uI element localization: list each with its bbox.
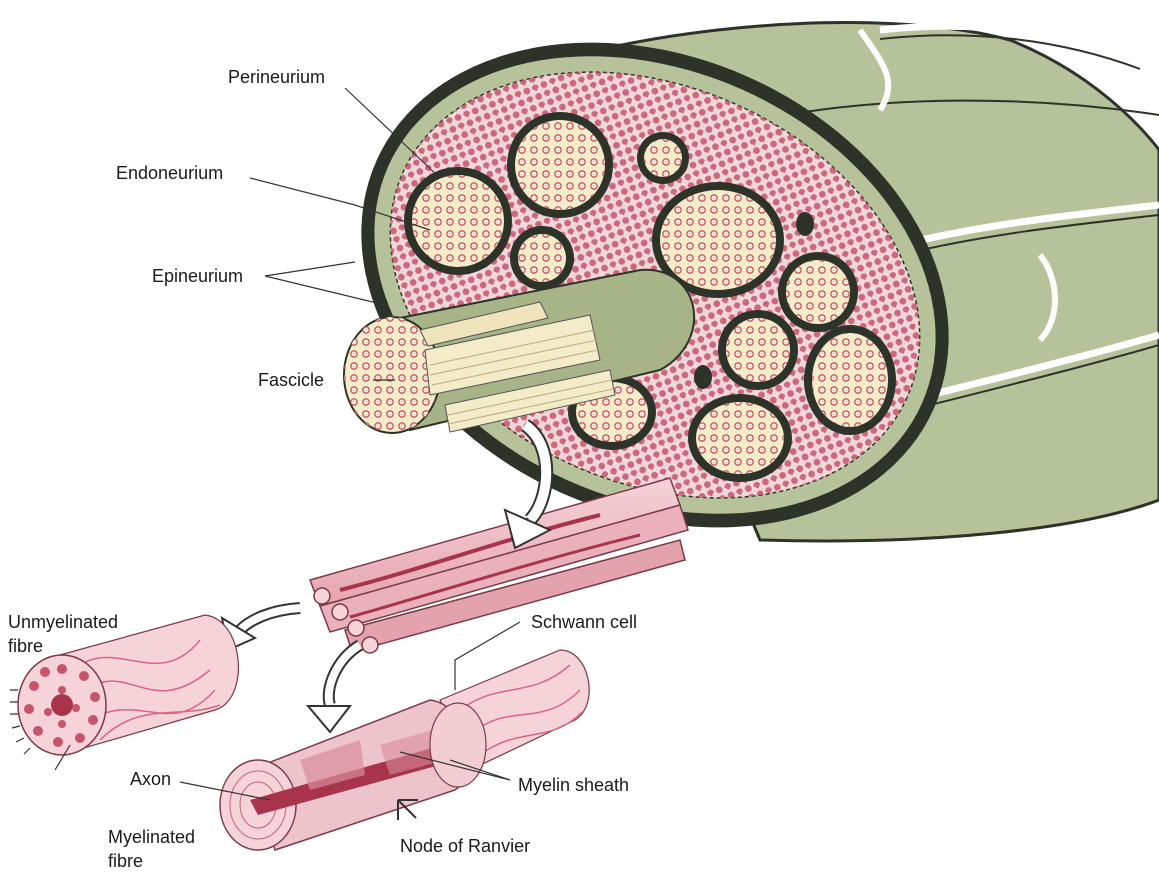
- label-fascicle: Fascicle: [258, 370, 324, 390]
- label-schwann-cell: Schwann cell: [531, 612, 637, 632]
- fascicle: [637, 132, 689, 184]
- fascicle: [804, 325, 896, 435]
- fascicle: [510, 226, 574, 290]
- label-epineurium: Epineurium: [152, 266, 243, 286]
- fascicle: [507, 112, 613, 218]
- label-axon: Axon: [130, 769, 171, 789]
- label-unmyelinated: Unmyelinated: [8, 612, 118, 632]
- fascicle: [778, 252, 858, 332]
- label-node-of-ranvier: Node of Ranvier: [400, 836, 530, 856]
- label-perineurium: Perineurium: [228, 67, 325, 87]
- myelinated-fibre: [220, 650, 589, 850]
- label-myelinated-fibre: fibre: [108, 851, 143, 871]
- fascicle: [404, 167, 512, 275]
- arrow-to-myelinated: [308, 645, 360, 732]
- fascicle: [688, 394, 792, 482]
- unmyelinated-fibre: [10, 615, 238, 755]
- label-myelinated: Myelinated: [108, 827, 195, 847]
- label-endoneurium: Endoneurium: [116, 163, 223, 183]
- fascicle: [718, 310, 798, 390]
- label-myelin-sheath: Myelin sheath: [518, 775, 629, 795]
- label-unmyelinated-fibre: fibre: [8, 636, 43, 656]
